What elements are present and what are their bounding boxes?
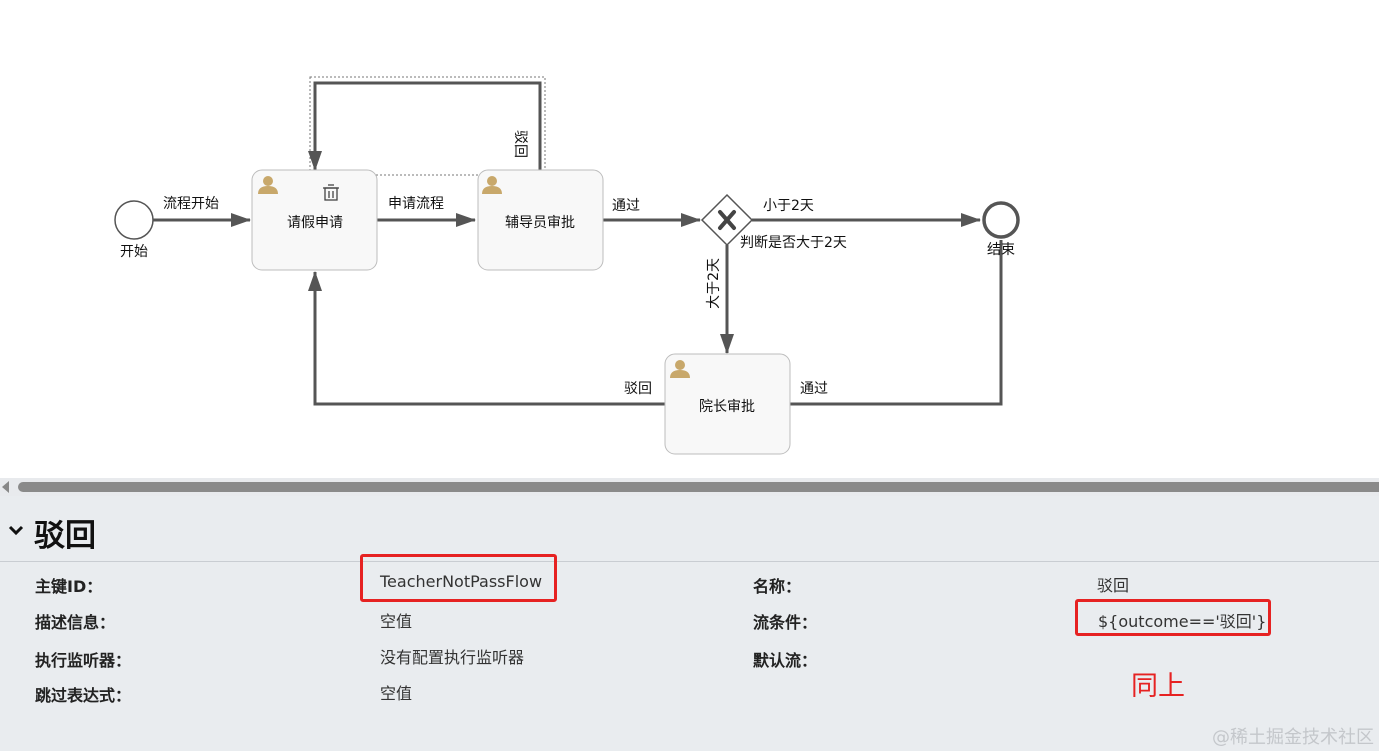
- flow-counselor-reject[interactable]: [308, 81, 542, 171]
- prop-label-description: 描述信息：: [35, 613, 116, 632]
- flow-counselor-pass-label: 通过: [612, 198, 640, 214]
- gateway-label: 判断是否大于2天: [740, 235, 847, 251]
- task-leave-request-label: 请假申请: [287, 215, 343, 231]
- prop-value-name[interactable]: 驳回: [1097, 576, 1130, 595]
- properties-panel-header[interactable]: 驳回: [0, 496, 1379, 562]
- start-event-label: 开始: [120, 244, 148, 260]
- flow-counselor-reject-label: 驳回: [512, 130, 528, 158]
- properties-panel: 驳回 主键ID： TeacherNotPassFlow 描述信息： 空值 执行监…: [0, 496, 1379, 751]
- prop-label-name: 名称：: [753, 577, 802, 596]
- start-event[interactable]: [114, 200, 154, 240]
- user-icon: [670, 360, 690, 378]
- task-counselor-review-label: 辅导员审批: [505, 215, 575, 231]
- task-leave-request[interactable]: 请假申请: [251, 169, 378, 271]
- process-diagram-canvas[interactable]: 开始 结束 请假申请: [0, 0, 1379, 478]
- prop-label-id: 主键ID：: [35, 577, 103, 596]
- end-event[interactable]: [982, 201, 1020, 239]
- panel-title: 驳回: [34, 518, 96, 554]
- prop-label-skip-expression: 跳过表达式：: [35, 686, 132, 705]
- trash-icon[interactable]: [323, 184, 339, 201]
- flow-less-than-2-label: 小于2天: [763, 198, 814, 214]
- flow-apply-label: 申请流程: [388, 196, 444, 212]
- prop-value-id[interactable]: TeacherNotPassFlow: [380, 572, 543, 591]
- prop-value-condition[interactable]: ${outcome=='驳回'}: [1098, 612, 1267, 631]
- flow-dean-pass-label: 通过: [800, 381, 828, 397]
- prop-value-description[interactable]: 空值: [380, 612, 413, 631]
- prop-label-condition: 流条件：: [753, 613, 818, 632]
- scroll-left-icon[interactable]: [2, 481, 9, 493]
- flow-dean-reject[interactable]: [308, 271, 665, 406]
- watermark: @稀土掘金技术社区: [1212, 727, 1374, 748]
- exclusive-gateway-x-icon: [718, 210, 736, 230]
- task-dean-review[interactable]: 院长审批: [664, 353, 791, 455]
- flow-more-than-2-label: 大于2天: [706, 258, 722, 309]
- prop-value-skip-expression[interactable]: 空值: [380, 684, 413, 703]
- user-icon: [482, 176, 502, 194]
- prop-label-listeners: 执行监听器：: [35, 651, 132, 670]
- task-counselor-review[interactable]: 辅导员审批: [477, 169, 604, 271]
- flow-dean-pass[interactable]: [790, 240, 1003, 406]
- scrollbar-thumb[interactable]: [18, 482, 1379, 492]
- exclusive-gateway[interactable]: [700, 193, 754, 247]
- user-icon: [258, 176, 278, 194]
- prop-value-listeners[interactable]: 没有配置执行监听器: [380, 648, 525, 667]
- annotation-note: 同上: [1131, 671, 1185, 702]
- task-dean-review-label: 院长审批: [699, 399, 755, 415]
- highlight-box-id: [360, 554, 557, 602]
- prop-label-default-flow: 默认流：: [753, 651, 818, 670]
- highlight-box-condition: [1075, 599, 1271, 636]
- flow-start-label: 流程开始: [163, 196, 219, 212]
- horizontal-scrollbar[interactable]: [0, 478, 1379, 496]
- end-event-label: 结束: [987, 242, 1015, 258]
- flow-dean-reject-label: 驳回: [624, 381, 652, 397]
- selection-frame: [309, 76, 546, 176]
- chevron-down-icon[interactable]: [8, 522, 24, 538]
